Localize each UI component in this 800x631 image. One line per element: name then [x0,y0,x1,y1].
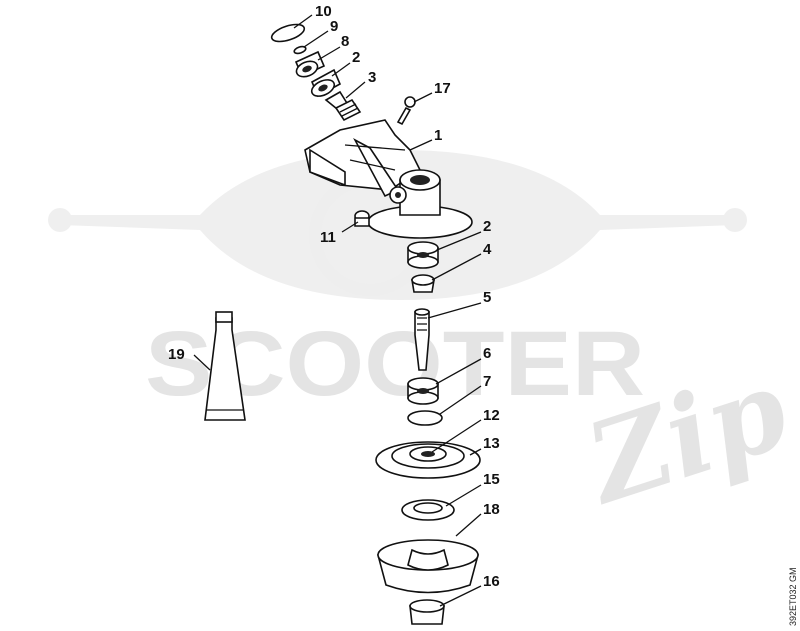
leader-lines [193,14,482,607]
label-5: 5 [483,289,491,306]
part-5-shaft [414,308,430,371]
label-2-top: 2 [352,49,360,66]
part-13-thrust-plate [375,441,481,479]
part-3-bevel-gear [324,90,362,122]
part-15-washer [401,499,455,521]
part-2-top-bearing [310,68,342,98]
part-1-gear-housing [304,119,473,239]
part-4-gear [411,274,435,293]
label-10: 10 [315,3,332,20]
part-19-grease-tube [204,311,246,421]
part-9-ring [293,45,307,55]
part-2-mid-bearing [407,241,439,269]
part-18-guard-cup [376,539,480,594]
label-17: 17 [434,80,451,97]
label-1: 1 [434,127,442,144]
label-2-mid: 2 [483,218,491,235]
label-9: 9 [330,18,338,35]
callout-labels: 10 9 8 2 3 17 1 11 2 4 5 6 7 12 13 15 18… [168,3,500,590]
label-4: 4 [483,241,492,258]
part-7-circlip [407,410,443,426]
label-19: 19 [168,346,185,363]
label-16: 16 [483,573,500,590]
part-8-bearing [294,50,326,78]
label-18: 18 [483,501,500,518]
drawing-code: 392ET032 GM [788,567,798,626]
part-16-nut [409,599,445,625]
label-7: 7 [483,373,491,390]
label-12: 12 [483,407,500,424]
label-13: 13 [483,435,500,452]
part-11-plug [354,210,370,227]
label-8: 8 [341,33,349,50]
label-11: 11 [320,229,336,246]
label-3: 3 [368,69,376,86]
label-15: 15 [483,471,500,488]
part-6-bearing [407,377,439,405]
label-6: 6 [483,345,491,362]
part-10-circlip [270,23,306,43]
part-17-screw [396,96,416,126]
